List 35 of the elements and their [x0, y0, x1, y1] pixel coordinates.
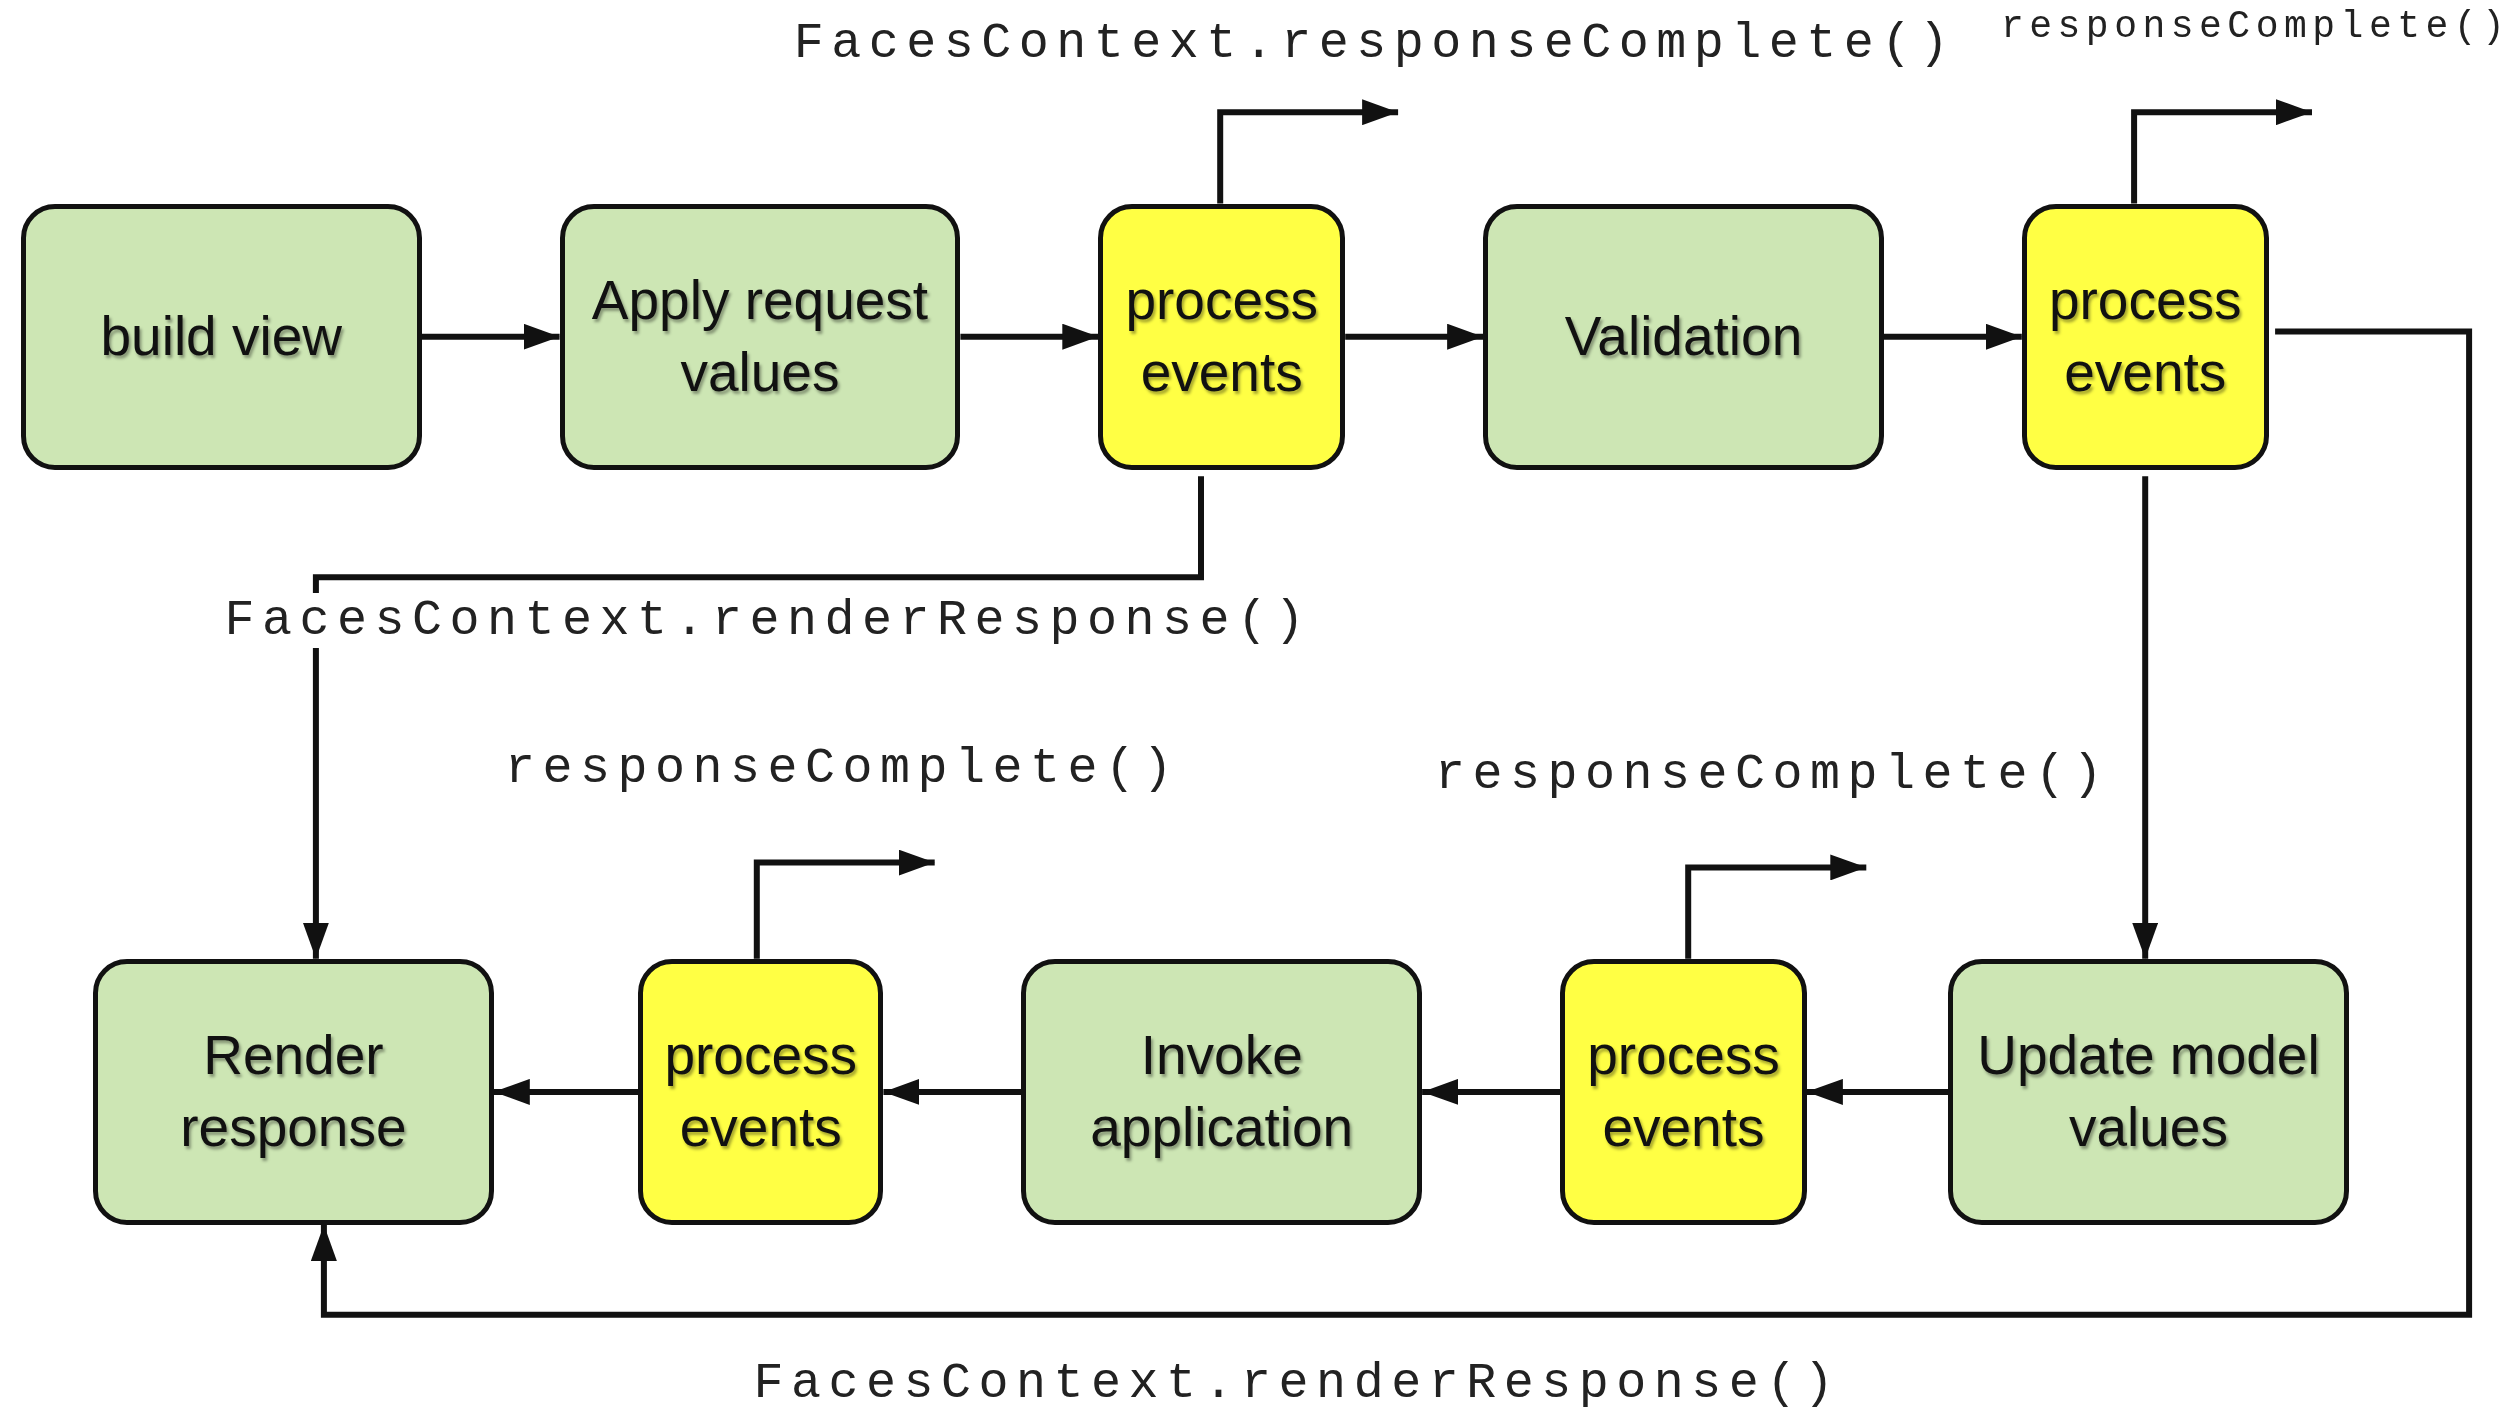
arrow — [421, 323, 560, 350]
node-label: Render response — [179, 1023, 408, 1160]
node-label: process events — [2047, 268, 2243, 405]
event-box — [1560, 958, 1807, 1225]
event-box — [1098, 203, 1346, 470]
arrow — [310, 328, 2473, 1318]
arrow — [2131, 99, 2312, 204]
phase-box — [1021, 958, 1423, 1225]
arrow — [302, 476, 1204, 959]
node-label: Validation — [1564, 303, 1803, 369]
arrow — [883, 1078, 1022, 1105]
arrow — [1883, 323, 2022, 350]
arrow — [2132, 476, 2159, 959]
phase-box — [559, 203, 961, 470]
arrow — [960, 323, 1099, 350]
arrow — [1806, 1078, 1948, 1105]
node-label: Invoke application — [1089, 1023, 1355, 1160]
phase-box — [1948, 958, 2349, 1225]
arrow — [753, 849, 935, 959]
arrow — [1345, 323, 1484, 350]
node-label: build view — [100, 303, 342, 369]
arrow — [1217, 99, 1399, 204]
node-label: Apply request values — [590, 268, 930, 405]
phase-box — [20, 203, 422, 470]
event-box — [2021, 203, 2269, 470]
arrow — [1422, 1078, 1560, 1105]
phase-box — [1483, 203, 1884, 470]
arrow — [1685, 854, 1867, 959]
node-label: process events — [1124, 268, 1319, 405]
event-box — [638, 958, 884, 1225]
phase-box — [93, 958, 494, 1225]
node-label: process events — [663, 1023, 859, 1160]
node-label: Update model values — [1976, 1023, 2321, 1160]
arrow — [493, 1078, 639, 1105]
node-label: process events — [1586, 1023, 1781, 1160]
